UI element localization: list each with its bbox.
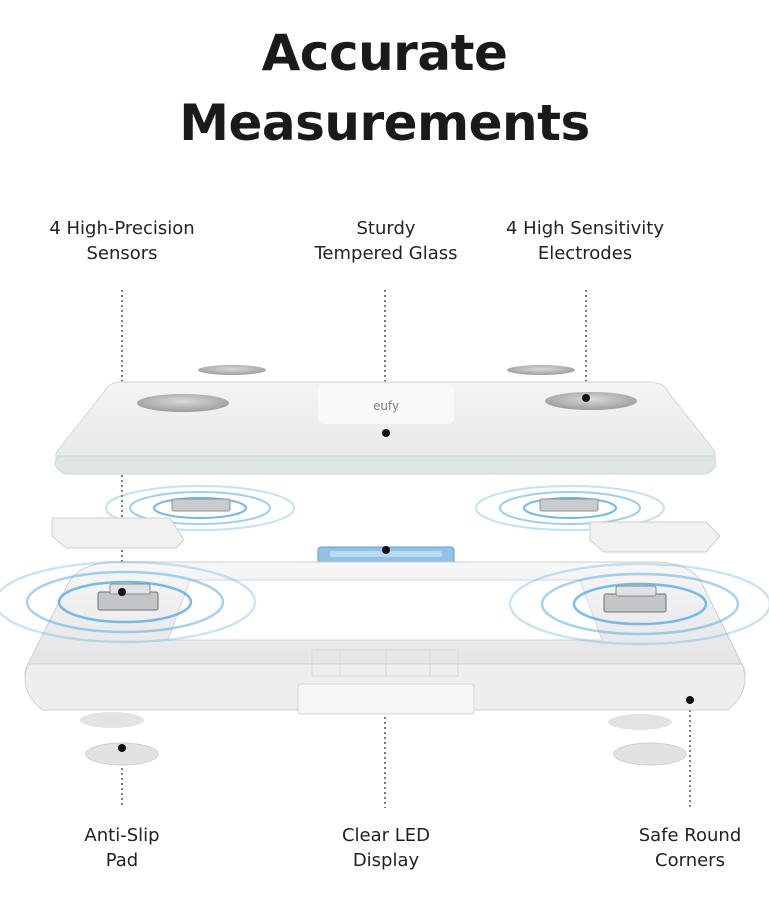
- upper-electrodes: [198, 365, 575, 375]
- upper-sensor-clips: [171, 498, 599, 512]
- tempered-glass-panel: eufy: [54, 381, 717, 475]
- callout-corners: Safe Round Corners: [590, 823, 769, 873]
- brand-logo: eufy: [373, 399, 399, 413]
- load-cell-sensors: [97, 583, 667, 613]
- callout-sensors: 4 High-Precision Sensors: [22, 216, 222, 266]
- callout-pad: Anti-Slip Pad: [22, 823, 222, 873]
- callout-glass-line2: Tempered Glass: [314, 243, 458, 264]
- title-line-1: Accurate: [261, 24, 508, 82]
- callout-display-line2: Display: [352, 850, 420, 871]
- signal-rings-lower: [0, 560, 769, 646]
- page-title: Accurate Measurements: [0, 18, 769, 158]
- callout-glass-line1: Sturdy: [356, 218, 416, 239]
- callout-electrodes-line1: 4 High Sensitivity: [506, 218, 664, 239]
- callout-corners-line1: Safe Round: [638, 825, 742, 846]
- anti-slip-pads: [85, 742, 687, 766]
- callout-electrodes: 4 High Sensitivity Electrodes: [485, 216, 685, 266]
- callout-electrodes-line2: Electrodes: [537, 243, 633, 264]
- callout-corners-line2: Corners: [655, 850, 725, 871]
- callout-sensors-line1: 4 High-Precision: [49, 218, 195, 239]
- callout-glass: Sturdy Tempered Glass: [286, 216, 486, 266]
- callout-display: Clear LED Display: [286, 823, 486, 873]
- callout-display-line1: Clear LED: [341, 825, 431, 846]
- callout-pad-line1: Anti-Slip: [84, 825, 160, 846]
- led-display-module: [317, 546, 455, 566]
- base-frame: [24, 561, 746, 730]
- title-line-2: Measurements: [179, 94, 590, 152]
- corner-covers: [51, 517, 721, 553]
- callout-pad-line2: Pad: [105, 850, 139, 871]
- callout-sensors-line2: Sensors: [86, 243, 158, 264]
- signal-rings-upper: [105, 485, 665, 531]
